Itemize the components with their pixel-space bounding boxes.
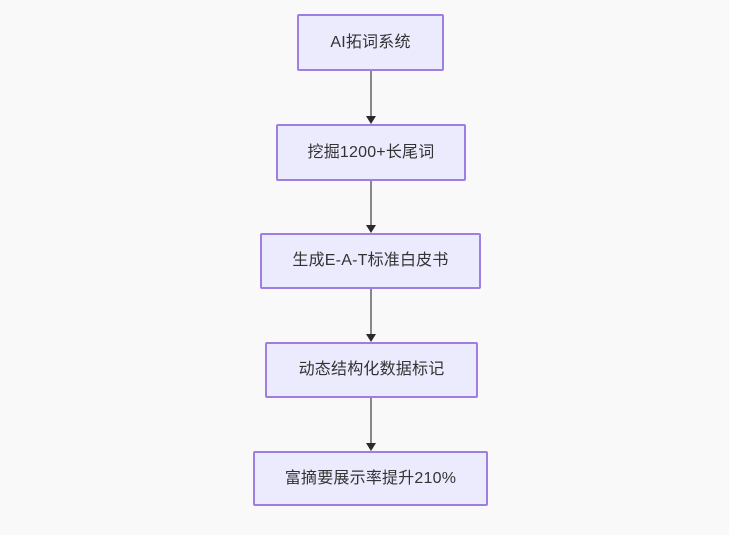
flow-node-label: 富摘要展示率提升210% — [284, 469, 457, 487]
flow-node-label: 动态结构化数据标记 — [298, 361, 445, 379]
flow-node-mine-longtail-keywords[interactable]: 挖掘1200+长尾词 — [276, 124, 466, 181]
flow-node-rich-snippet-impression-lift[interactable]: 富摘要展示率提升210% — [253, 451, 488, 506]
arrowhead-down-icon — [366, 334, 376, 342]
flow-node-label: AI拓词系统 — [330, 33, 411, 51]
arrowhead-down-icon — [366, 116, 376, 124]
flow-node-label: 挖掘1200+长尾词 — [307, 143, 435, 161]
flow-node-ai-keyword-system[interactable]: AI拓词系统 — [297, 14, 444, 71]
arrowhead-down-icon — [366, 225, 376, 233]
edge-line — [370, 181, 372, 226]
edge-line — [370, 398, 372, 444]
flow-node-dynamic-structured-data-markup[interactable]: 动态结构化数据标记 — [265, 342, 478, 398]
flow-node-label: 生成E-A-T标准白皮书 — [292, 252, 449, 270]
edge-line — [370, 289, 372, 335]
flow-node-generate-eat-whitepaper[interactable]: 生成E-A-T标准白皮书 — [260, 233, 481, 289]
arrowhead-down-icon — [366, 443, 376, 451]
edge-line — [370, 71, 372, 117]
